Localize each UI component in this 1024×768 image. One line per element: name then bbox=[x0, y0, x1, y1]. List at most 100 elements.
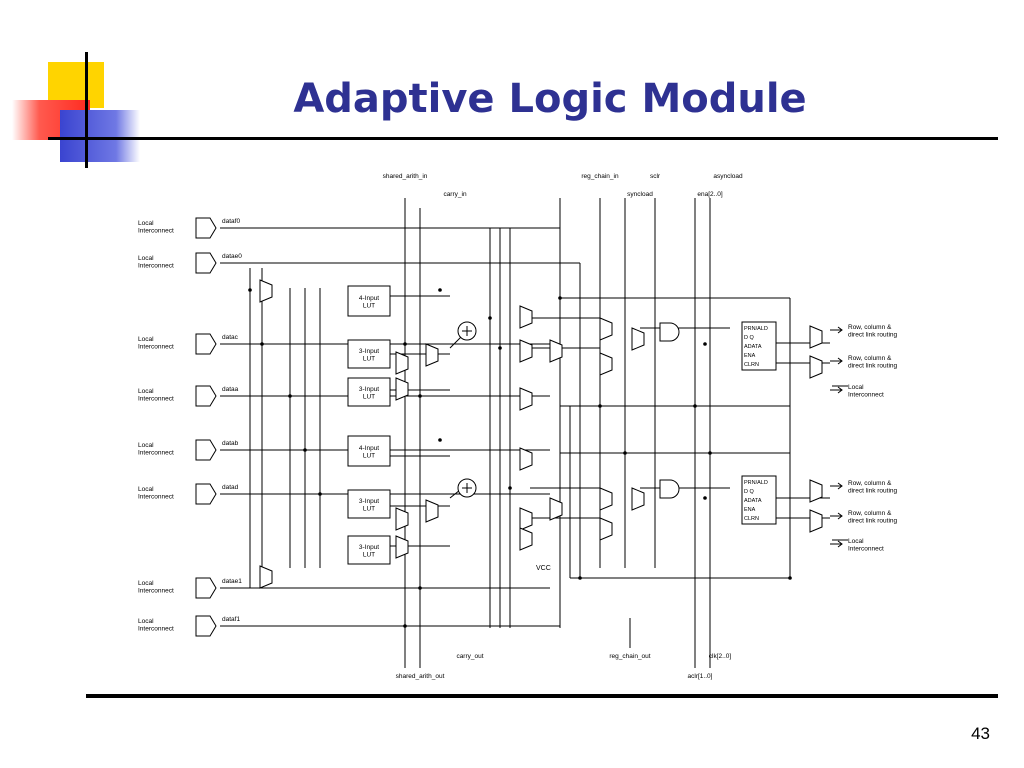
top-signal-label: ena[2..0] bbox=[697, 191, 722, 198]
plus-icon bbox=[462, 326, 472, 336]
input-signal-label: dataf1 bbox=[222, 616, 240, 623]
output-arrow bbox=[830, 326, 843, 334]
input-signal-label: datad bbox=[222, 484, 239, 491]
mux-symbol bbox=[519, 527, 533, 551]
output-destination-label: Row, column &direct link routing bbox=[848, 355, 898, 370]
mux-symbol bbox=[519, 447, 533, 471]
junction-dot bbox=[260, 342, 264, 346]
bottom-signal-label: aclr[1..0] bbox=[688, 673, 713, 680]
page-number: 43 bbox=[971, 724, 990, 743]
register-port-label: D Q bbox=[744, 489, 755, 495]
register-port-label: PRN/ALD bbox=[744, 480, 768, 486]
register-port-label: ADATA bbox=[744, 498, 762, 504]
input-buffer bbox=[195, 333, 217, 355]
input-buffer bbox=[195, 615, 217, 637]
lut-block bbox=[347, 535, 391, 565]
plus-icon bbox=[462, 483, 472, 493]
mux-symbol bbox=[631, 327, 645, 351]
mux-symbol bbox=[809, 325, 823, 349]
title-rule bbox=[48, 137, 998, 140]
junction-dot bbox=[403, 624, 407, 628]
top-signal-label: reg_chain_in bbox=[581, 173, 619, 180]
lut-block bbox=[347, 285, 391, 317]
mux-symbol bbox=[599, 487, 613, 511]
lut-block bbox=[347, 435, 391, 467]
junction-dot bbox=[438, 288, 442, 292]
junction-dot bbox=[303, 448, 307, 452]
lut-block bbox=[347, 489, 391, 519]
output-arrow bbox=[830, 512, 843, 520]
corner-decoration bbox=[12, 52, 998, 168]
lut-block bbox=[347, 339, 391, 369]
input-signal-label: datae1 bbox=[222, 578, 242, 585]
mux-symbol bbox=[519, 387, 533, 411]
junction-dot bbox=[498, 346, 502, 350]
input-signal-label: dataa bbox=[222, 386, 239, 393]
mux-symbol bbox=[395, 507, 409, 531]
output-arrow bbox=[830, 482, 843, 490]
mux-symbol bbox=[809, 355, 823, 379]
vcc-label: VCC bbox=[536, 565, 551, 572]
output-destination-label: Row, column &direct link routing bbox=[848, 480, 898, 495]
bottom-signal-label: reg_chain_out bbox=[609, 653, 650, 660]
mux-symbol bbox=[809, 509, 823, 533]
and-gate bbox=[659, 479, 680, 499]
input-buffer bbox=[195, 483, 217, 505]
junction-dot bbox=[558, 296, 562, 300]
mux-symbol bbox=[549, 339, 563, 363]
junction-dot bbox=[693, 404, 697, 408]
junction-dot bbox=[418, 394, 422, 398]
slide-title: Adaptive Logic Module bbox=[293, 76, 807, 122]
register-port-label: ENA bbox=[744, 353, 756, 359]
vertical-rule bbox=[85, 52, 88, 168]
mux-symbol bbox=[425, 499, 439, 523]
junction-dot bbox=[288, 394, 292, 398]
mux-symbol bbox=[599, 517, 613, 541]
register-port-label: CLRN bbox=[744, 516, 759, 522]
input-signal-label: datae0 bbox=[222, 253, 242, 260]
junction-dot bbox=[598, 404, 602, 408]
mux-symbol bbox=[259, 279, 273, 303]
bottom-signal-label: clk[2..0] bbox=[709, 653, 732, 660]
junction-dot bbox=[248, 288, 252, 292]
output-arrow bbox=[830, 357, 843, 365]
junction-dot bbox=[623, 451, 627, 455]
input-signal-label: datab bbox=[222, 440, 239, 447]
mux-symbol bbox=[519, 507, 533, 531]
junction-dot bbox=[508, 486, 512, 490]
output-destination-label: Row, column &direct link routing bbox=[848, 324, 898, 339]
junction-dot bbox=[788, 576, 792, 580]
input-signal-label: datac bbox=[222, 334, 239, 341]
register-block bbox=[741, 321, 777, 371]
register-port-label: ADATA bbox=[744, 344, 762, 350]
mux-symbol bbox=[395, 351, 409, 375]
register-port-label: PRN/ALD bbox=[744, 326, 768, 332]
junction-dot bbox=[708, 451, 712, 455]
mux-symbol bbox=[549, 497, 563, 521]
junction-dot bbox=[438, 438, 442, 442]
junction-dot bbox=[578, 576, 582, 580]
input-signal-label: dataf0 bbox=[222, 218, 240, 225]
mux-symbol bbox=[425, 343, 439, 367]
output-arrow bbox=[830, 540, 843, 548]
top-signal-label: syncload bbox=[627, 191, 653, 198]
junction-dot bbox=[418, 586, 422, 590]
input-buffer bbox=[195, 439, 217, 461]
lut-block bbox=[347, 377, 391, 407]
mux-symbol bbox=[519, 305, 533, 329]
register-port-label: ENA bbox=[744, 507, 756, 513]
top-signal-label: asyncload bbox=[713, 173, 743, 180]
mux-symbol bbox=[395, 535, 409, 559]
